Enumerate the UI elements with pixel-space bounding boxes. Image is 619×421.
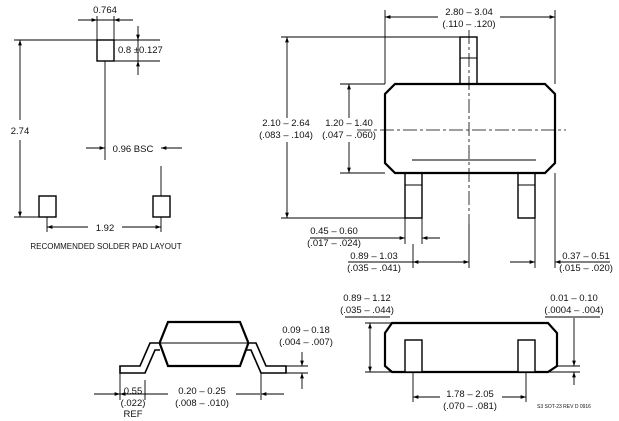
end-view: 0.89 – 1.12 (.035 – .044) 0.01 – 0.10 (.… xyxy=(340,293,604,412)
side-lead-left xyxy=(119,342,160,374)
overall-length-in: (.083 – .104) xyxy=(259,130,313,141)
package-body-top xyxy=(383,82,557,175)
foot-length-in: (.022) xyxy=(121,398,146,409)
revision-label: S3 SOT-23 REV D 0916 xyxy=(537,404,591,410)
lead-pitch-in: (.070 – .081) xyxy=(443,401,497,412)
body-width-in: (.047 – .060) xyxy=(322,130,376,141)
lead-thickness-in: (.004 – .007) xyxy=(279,337,333,348)
pad-layout-caption: RECOMMENDED SOLDER PAD LAYOUT xyxy=(30,242,181,251)
pad-span-label: 2.74 xyxy=(11,126,30,137)
pad-width-label: 0.764 xyxy=(93,5,117,16)
body-width-mm: 1.20 – 1.40 xyxy=(325,118,373,129)
foot-contact-mm: 0.20 – 0.25 xyxy=(178,386,226,397)
lead-length-in: (.015 – .020) xyxy=(559,263,613,274)
foot-ref: REF xyxy=(124,409,143,420)
pad-pitch-label: 0.96 BSC xyxy=(113,144,154,155)
lead-span-in: (.035 – .041) xyxy=(347,263,401,274)
end-lead-left xyxy=(404,339,423,373)
solder-pad-layout: 0.764 0.8 ±0.127 2.74 0.96 BSC 1.92 RECO… xyxy=(11,5,182,251)
end-height-mm: 0.89 – 1.12 xyxy=(343,293,391,304)
end-height-in: (.035 – .044) xyxy=(340,305,394,316)
pad-spread-label: 1.92 xyxy=(96,223,115,234)
solder-pad-left xyxy=(38,195,57,218)
overall-width-in: (.110 – .120) xyxy=(442,19,495,30)
lead-thickness-mm: 0.09 – 0.18 xyxy=(282,325,330,336)
lead-width-in: (.017 – .024) xyxy=(307,238,361,249)
standoff-mm: 0.01 – 0.10 xyxy=(550,293,598,304)
standoff-in: (.0004 – .004) xyxy=(544,305,603,316)
end-lead-right xyxy=(517,339,536,373)
overall-width-mm: 2.80 – 3.04 xyxy=(445,7,493,18)
side-lead-right xyxy=(246,342,287,374)
solder-pad-right xyxy=(152,195,171,218)
pad-height-label: 0.8 ±0.127 xyxy=(118,45,163,56)
lead-top xyxy=(459,36,478,90)
foot-length-mm: 0.55 xyxy=(124,386,143,397)
lead-pitch-mm: 1.78 – 2.05 xyxy=(446,389,494,400)
lead-length-mm: 0.37 – 0.51 xyxy=(562,251,610,262)
lead-span-mm: 0.89 – 1.03 xyxy=(350,251,398,262)
solder-pad-top xyxy=(96,39,115,62)
foot-contact-in: (.008 – .010) xyxy=(175,398,229,409)
side-view: 0.55 (.022) REF 0.20 – 0.25 (.008 – .010… xyxy=(94,320,333,420)
lead-width-mm: 0.45 – 0.60 xyxy=(310,226,358,237)
package-body-side xyxy=(158,320,250,368)
top-view: 2.80 – 3.04 (.110 – .120) 2.10 – 2.64 (.… xyxy=(259,6,613,274)
overall-length-mm: 2.10 – 2.64 xyxy=(262,118,310,129)
